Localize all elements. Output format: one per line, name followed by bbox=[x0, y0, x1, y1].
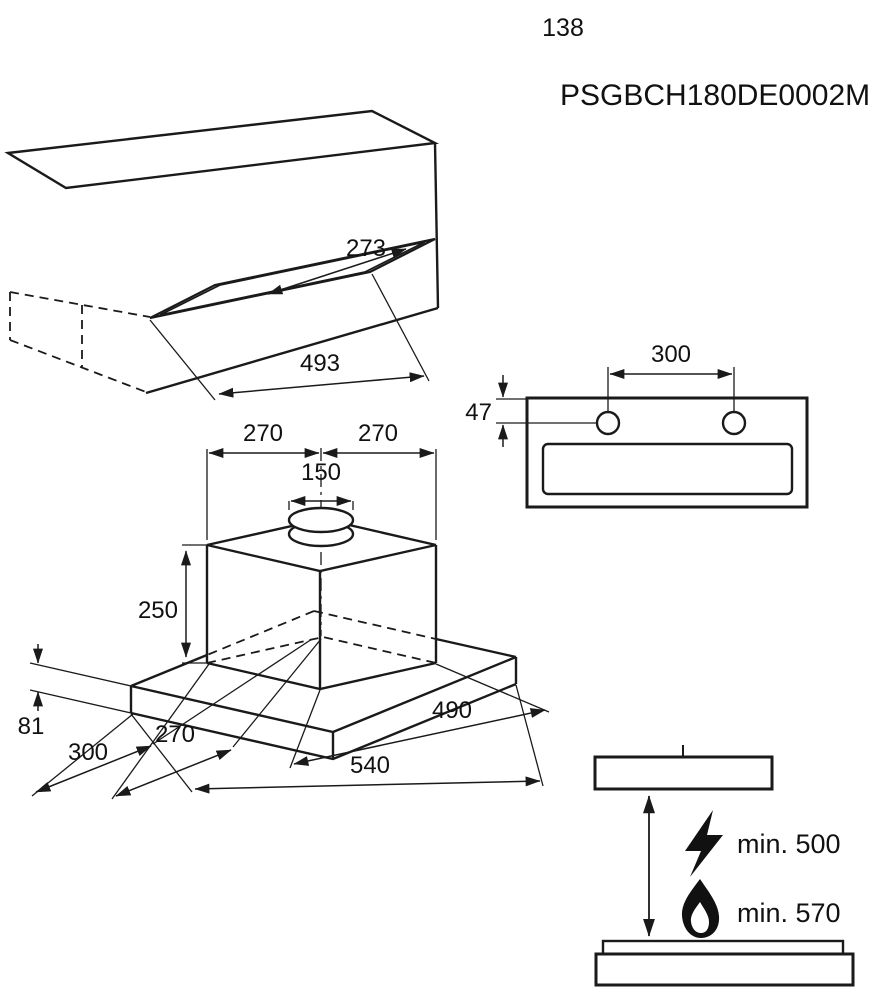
dim-duct-150: 150 bbox=[301, 459, 341, 486]
dimension-extension-lines bbox=[149, 273, 430, 401]
visor-hidden-edges bbox=[206, 610, 437, 656]
dim-visor-81: 81 bbox=[18, 713, 45, 740]
dim-top-offset: 47 bbox=[465, 399, 492, 426]
dimension-arrow-width-490 bbox=[293, 708, 546, 766]
dim-width-540: 540 bbox=[350, 752, 390, 779]
clearance-electric-label: min. 500 bbox=[737, 829, 841, 859]
dimension-arrow-width-540 bbox=[194, 776, 541, 794]
flame-inner bbox=[690, 902, 709, 933]
dimension-arrow-depth bbox=[267, 248, 407, 295]
dim-height-250: 250 bbox=[138, 597, 178, 624]
lightning-icon bbox=[685, 810, 723, 877]
dim-hole-spacing: 300 bbox=[651, 341, 691, 368]
mounting-hole-left bbox=[595, 410, 621, 436]
mounting-hole-right bbox=[721, 410, 747, 436]
dim-depth-270: 270 bbox=[155, 721, 195, 748]
model-code: PSGBCH180DE0002M bbox=[560, 79, 870, 112]
cabinet-right-edge bbox=[433, 142, 440, 309]
dimension-extension-lines bbox=[496, 367, 735, 424]
cabinet-top-strip bbox=[4, 109, 440, 190]
dim-width-490: 490 bbox=[432, 697, 472, 724]
page-number: 138 bbox=[542, 14, 584, 42]
mounting-front-view: 300 47 bbox=[465, 341, 809, 509]
dimension-arrow-depth-270 bbox=[115, 749, 232, 797]
hood-bottom-bar bbox=[593, 755, 774, 791]
hood-front-outline bbox=[525, 396, 809, 509]
recess-opening-outer bbox=[149, 237, 436, 320]
dim-right-270: 270 bbox=[358, 420, 398, 447]
cabinet-recess-diagram: 273 493 bbox=[4, 109, 440, 401]
cabinet-bottom-edge bbox=[145, 306, 439, 395]
cooktop-body-bar bbox=[594, 952, 855, 987]
hidden-edges bbox=[9, 291, 151, 393]
dim-left-270: 270 bbox=[243, 420, 283, 447]
dim-recess-depth: 273 bbox=[346, 235, 386, 262]
hood-front-panel bbox=[541, 442, 794, 496]
dimension-arrow-width bbox=[218, 372, 425, 398]
cooktop-surface-bar bbox=[601, 939, 845, 956]
hood-isometric-diagram: 270 270 150 250 81 300 270 540 490 bbox=[18, 420, 550, 800]
clearance-gas-label: min. 570 bbox=[737, 898, 841, 928]
flame-icon bbox=[681, 879, 720, 938]
clearance-diagram: min. 500 min. 570 bbox=[593, 745, 855, 987]
duct-collar-upper bbox=[287, 506, 355, 534]
body-hidden-edges bbox=[206, 636, 437, 664]
dim-recess-width: 493 bbox=[300, 350, 340, 377]
dim-depth-300: 300 bbox=[68, 739, 108, 766]
